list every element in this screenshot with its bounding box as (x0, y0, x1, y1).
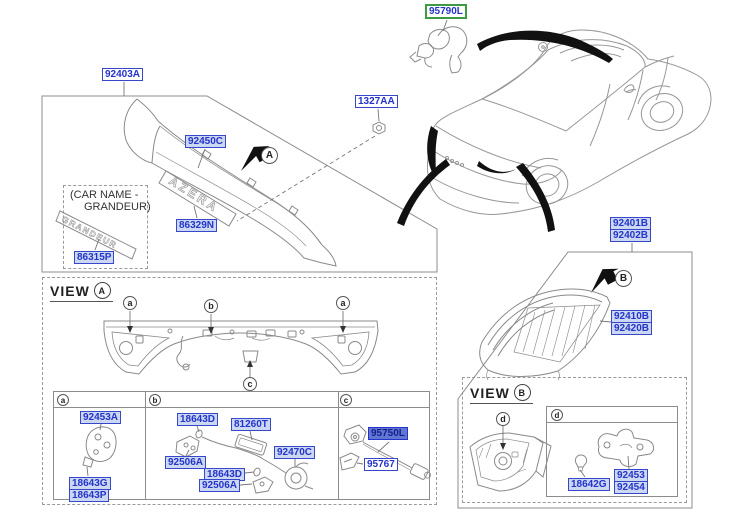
car-drawing (426, 29, 712, 215)
callout-b: b (204, 299, 218, 313)
part-label-92450C[interactable]: 92450C (185, 135, 227, 148)
part-label-92403A[interactable]: 92403A (102, 68, 144, 81)
table-divider-1 (145, 391, 146, 500)
azera-emblem-drawing: AZERA (158, 170, 237, 227)
nut-drawing (372, 121, 386, 135)
part-label-95790L[interactable]: 95790L (425, 4, 467, 19)
table-header-a: a (57, 394, 69, 406)
azera-emblem-text: AZERA (166, 174, 221, 216)
part-label-86315P[interactable]: 86315P (74, 251, 115, 264)
view-a-section-box (42, 277, 437, 505)
part-label-86329N[interactable]: 86329N (176, 219, 218, 232)
detail-d-header-marker: d (551, 409, 563, 421)
callout-a-right: a (336, 296, 350, 310)
part-label-92506A-bottom[interactable]: 92506A (199, 479, 241, 492)
part-label-81260T[interactable]: 81260T (231, 418, 271, 431)
part-label-92454[interactable]: 92454 (614, 481, 648, 494)
table-header-line (53, 407, 430, 408)
rear-camera-drawing (409, 26, 468, 74)
callout-d: d (496, 412, 510, 426)
detail-d-header-line (546, 422, 678, 423)
part-label-92453A[interactable]: 92453A (80, 411, 122, 424)
car-name-note-line1: (CAR NAME - (70, 189, 139, 201)
part-label-92402B[interactable]: 92402B (610, 229, 652, 242)
view-b-title: VIEW B (470, 384, 533, 404)
callout-c: c (243, 377, 257, 391)
callout-a-left: a (123, 296, 137, 310)
direction-marker-A: A (261, 147, 278, 164)
table-header-b: b (149, 394, 161, 406)
part-label-1327AA[interactable]: 1327AA (355, 95, 398, 108)
garnish-molding-drawing (123, 98, 337, 267)
view-a-title: VIEW A (50, 282, 113, 302)
part-label-18643D-top[interactable]: 18643D (177, 413, 219, 426)
part-label-18643P[interactable]: 18643P (69, 489, 110, 502)
outer-lamp-drawing (479, 288, 611, 381)
part-label-92506A-top[interactable]: 92506A (165, 456, 207, 469)
view-b-marker: B (513, 384, 531, 401)
part-label-18642G[interactable]: 18642G (568, 478, 610, 491)
parts-table (53, 391, 430, 500)
table-divider-2 (338, 391, 339, 500)
location-arrows (241, 30, 619, 293)
detail-d-box (546, 406, 678, 497)
direction-marker-B: B (615, 270, 632, 287)
view-a-title-text: VIEW (50, 282, 90, 299)
car-name-note-line2: GRANDEUR) (84, 201, 151, 213)
part-label-95767[interactable]: 95767 (364, 458, 398, 471)
part-label-92420B[interactable]: 92420B (611, 322, 653, 335)
part-label-92470C[interactable]: 92470C (274, 446, 316, 459)
view-a-marker: A (93, 282, 111, 299)
view-b-title-text: VIEW (470, 384, 510, 401)
table-header-c: c (340, 394, 352, 406)
part-label-95750L[interactable]: 95750L (368, 427, 408, 440)
